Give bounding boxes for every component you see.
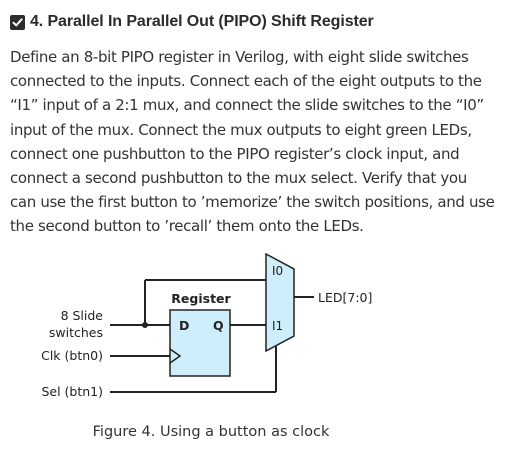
mux-block (265, 252, 295, 353)
sel-label: Sel (btn1) (41, 384, 103, 399)
register-box (169, 309, 231, 377)
led-output-label: LED[7:0] (318, 290, 372, 305)
section-title: 4. Parallel In Parallel Out (PIPO) Shift… (30, 13, 374, 30)
register-label: Register (171, 291, 231, 306)
mux-i0-label: I0 (272, 264, 283, 278)
switch-label-line1: 8 Slide (61, 308, 104, 323)
description-line: can use the first button to ’memorize’ t… (10, 193, 495, 212)
mux-i1-label: I1 (272, 319, 283, 333)
description-line: connect a second pushbutton to the mux s… (10, 169, 467, 188)
d-port-label: D (179, 318, 189, 333)
description-line: connect one pushbutton to the PIPO regis… (10, 144, 460, 163)
q-port-label: Q (213, 318, 224, 333)
section-description: Define an 8-bit PIPO register in Verilog… (10, 45, 502, 239)
junction-dot (142, 322, 148, 328)
clock-triangle-icon (169, 348, 182, 364)
description-line: the second button to ’recall’ them onto … (10, 217, 364, 236)
section-heading: 4. Parallel In Parallel Out (PIPO) Shift… (10, 11, 374, 33)
description-line: “I1” input of a 2:1 mux, and connect the… (10, 96, 484, 115)
clk-label: Clk (btn0) (41, 348, 103, 363)
figure-caption: Figure 4. Using a button as clock (92, 424, 330, 440)
switch-label-line2: switches (49, 325, 103, 340)
checkbox-checked-icon[interactable] (10, 14, 25, 30)
pipo-circuit-diagram: Register D Q I0 I1 LED[7:0] 8 Slide swit… (41, 252, 372, 399)
description-line: input of the mux. Connect the mux output… (10, 120, 472, 139)
description-line: connected to the inputs. Connect each of… (10, 72, 482, 91)
description-line: Define an 8-bit PIPO register in Verilog… (10, 48, 469, 66)
